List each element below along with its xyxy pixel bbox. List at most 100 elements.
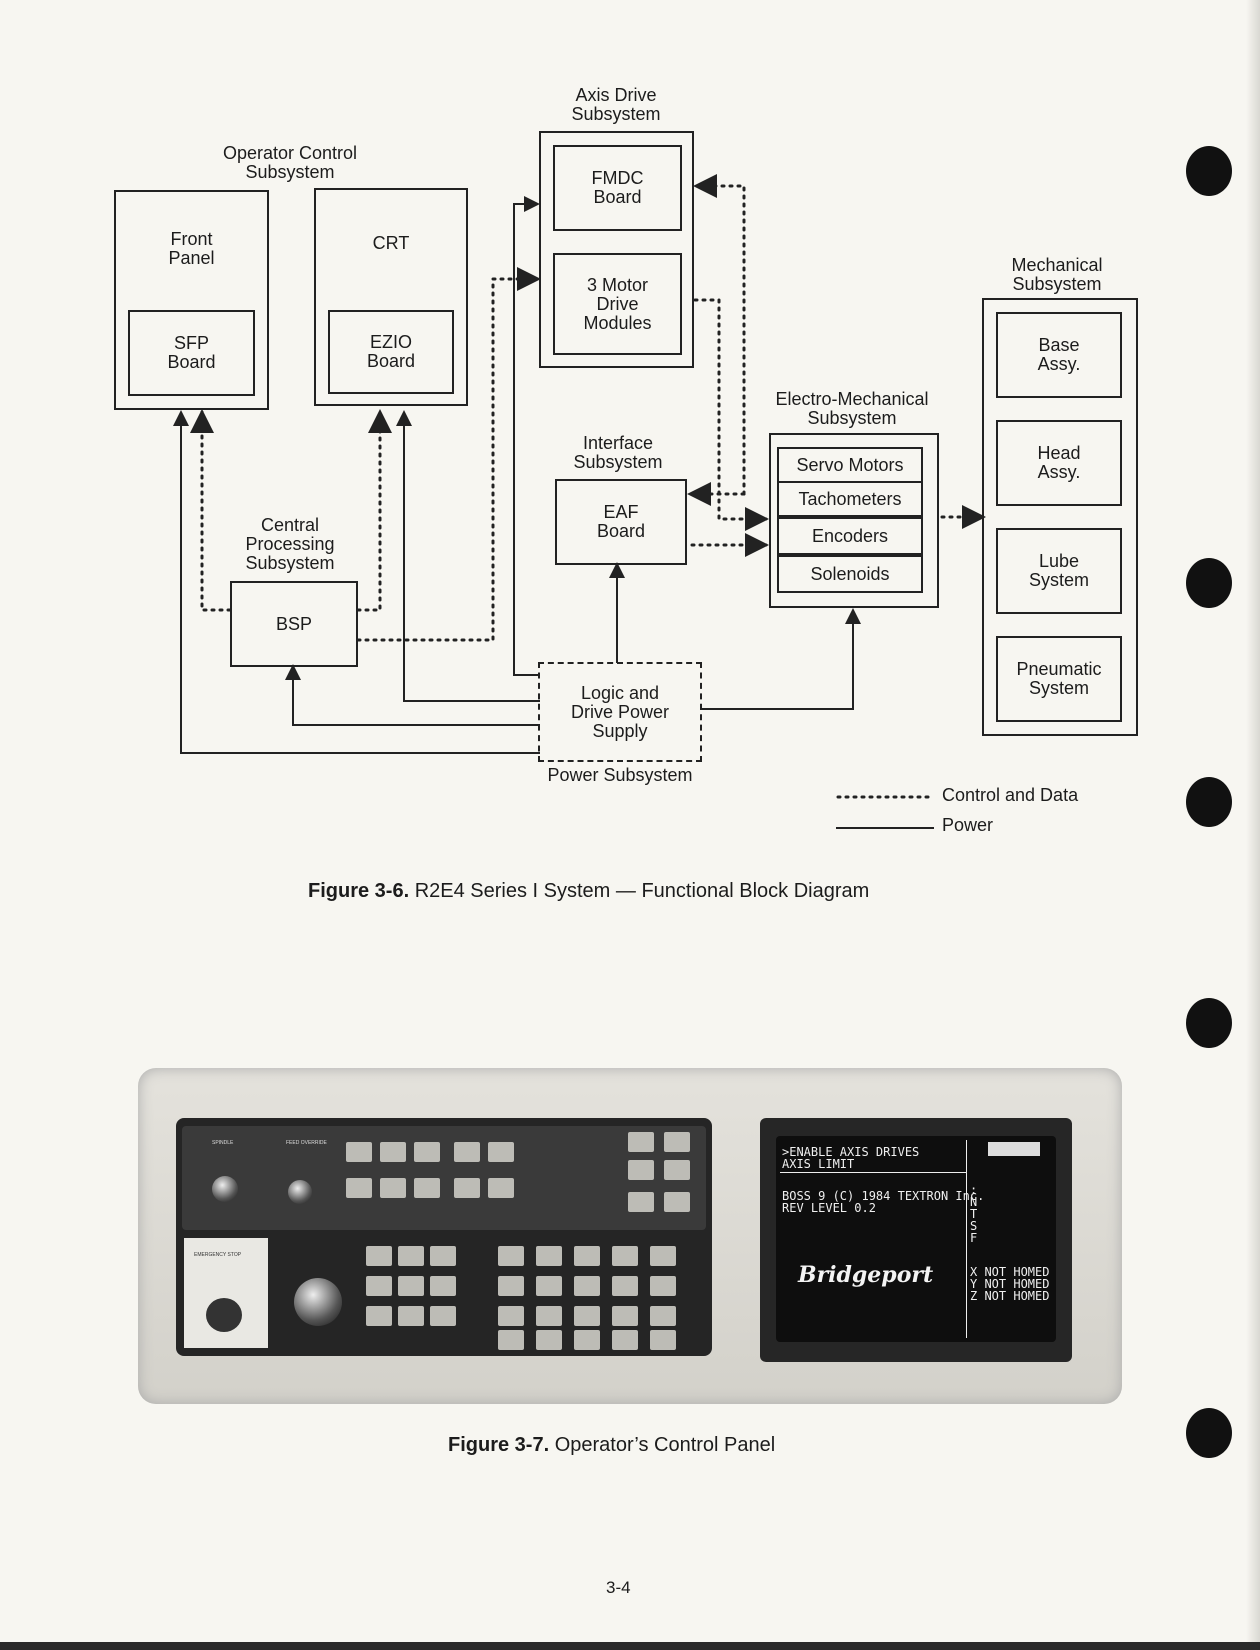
data-line-motor-drive xyxy=(356,267,541,642)
console-key xyxy=(398,1276,424,1296)
console-key xyxy=(574,1276,600,1296)
group-label-operator-control: Operator Control Subsystem xyxy=(222,143,358,182)
front-panel-block: Front Panel SFP Board xyxy=(114,190,269,410)
console-key xyxy=(650,1276,676,1296)
console-top-section: SPINDLE FEED OVERRIDE xyxy=(182,1126,706,1230)
group-label-central-processing: Central Processing Subsystem xyxy=(245,515,335,573)
mechanical-block: Base Assy. Head Assy. Lube System Pneuma… xyxy=(982,298,1138,736)
figure-3-6-caption: Figure 3-6. R2E4 Series I System — Funct… xyxy=(308,880,869,903)
console-key xyxy=(498,1276,524,1296)
console-key xyxy=(488,1178,514,1198)
console-key xyxy=(664,1160,690,1180)
power-line-fmdc xyxy=(513,196,540,676)
console-key xyxy=(430,1306,456,1326)
console-key xyxy=(414,1142,440,1162)
console-key xyxy=(498,1330,524,1350)
scan-border xyxy=(0,1642,1260,1650)
group-label-electro-mechanical: Electro-Mechanical Subsystem xyxy=(775,389,929,428)
data-line-crt xyxy=(356,409,392,612)
spindle-label: SPINDLE xyxy=(212,1140,234,1146)
power-line-crt xyxy=(396,410,540,702)
console-key xyxy=(488,1142,514,1162)
console-key xyxy=(650,1246,676,1266)
crt-monitor: >ENABLE AXIS DRIVES AXIS LIMIT BOSS 9 (C… xyxy=(760,1118,1072,1362)
console-key xyxy=(366,1276,392,1296)
console-panel: SPINDLE FEED OVERRIDE EMERGENCY STOP xyxy=(176,1118,712,1356)
sfp-board-block: SFP Board xyxy=(128,310,255,396)
legend-control-data: Control and Data xyxy=(942,785,1079,805)
console-key xyxy=(430,1246,456,1266)
emergency-stop-button xyxy=(206,1298,242,1332)
tachometers-item: Tachometers xyxy=(777,481,923,517)
console-key xyxy=(414,1178,440,1198)
crt-screen: >ENABLE AXIS DRIVES AXIS LIMIT BOSS 9 (C… xyxy=(776,1136,1056,1342)
spindle-knob xyxy=(212,1176,238,1202)
bsp-block: BSP xyxy=(230,581,358,667)
fmdc-board-block: FMDC Board xyxy=(553,145,682,231)
crt-status-block xyxy=(988,1142,1040,1156)
figure-3-6-number: Figure 3-6. xyxy=(308,880,410,902)
ezio-board-block: EZIO Board xyxy=(328,310,454,394)
crt-block: CRT EZIO Board xyxy=(314,188,468,406)
group-label-power: Power Subsystem xyxy=(547,765,693,785)
data-line-front-panel xyxy=(190,409,232,612)
group-label-mechanical: Mechanical Subsystem xyxy=(1011,255,1103,294)
binder-hole xyxy=(1186,146,1232,196)
power-line-front-panel xyxy=(173,410,540,754)
crt-side-letters: : N T S F xyxy=(970,1183,978,1245)
page-edge xyxy=(1246,0,1260,1650)
solenoids-item: Solenoids xyxy=(777,555,923,593)
data-line-fmdc xyxy=(693,174,746,496)
bridgeport-logo-text: Bridgeport xyxy=(797,1262,933,1288)
console-key xyxy=(612,1330,638,1350)
data-line-motor-electromech xyxy=(693,298,769,531)
crt-axis-status: X NOT HOMED Y NOT HOMED Z NOT HOMED xyxy=(970,1265,1050,1303)
motor-drive-modules-block: 3 Motor Drive Modules xyxy=(553,253,682,355)
feed-override-knob xyxy=(288,1180,312,1204)
console-key xyxy=(398,1306,424,1326)
encoders-item: Encoders xyxy=(777,517,923,555)
figure-3-7-number: Figure 3-7. xyxy=(448,1434,550,1456)
lube-system-block: Lube System xyxy=(996,528,1122,614)
bridgeport-logo: Bridgeport xyxy=(797,1262,933,1288)
connection-lines xyxy=(173,174,986,829)
power-supply-label: Logic and Drive Power Supply xyxy=(570,683,670,741)
console-key xyxy=(650,1330,676,1350)
figure-3-6-title: R2E4 Series I System — Functional Block … xyxy=(414,880,870,902)
console-key xyxy=(366,1306,392,1326)
console-key xyxy=(366,1246,392,1266)
console-key xyxy=(380,1178,406,1198)
control-panel-photo: SPINDLE FEED OVERRIDE EMERGENCY STOP xyxy=(138,1068,1122,1404)
console-key xyxy=(574,1246,600,1266)
console-key xyxy=(664,1192,690,1212)
console-key xyxy=(628,1192,654,1212)
crt-divider xyxy=(780,1172,966,1173)
console-key xyxy=(498,1246,524,1266)
console-key xyxy=(398,1246,424,1266)
crt-header-text: >ENABLE AXIS DRIVES AXIS LIMIT xyxy=(782,1145,920,1171)
binder-hole xyxy=(1186,1408,1232,1458)
pneumatic-system-block: Pneumatic System xyxy=(996,636,1122,722)
power-supply-block: Logic and Drive Power Supply xyxy=(538,662,702,762)
console-key xyxy=(430,1276,456,1296)
jog-handwheel xyxy=(294,1278,342,1326)
console-key xyxy=(536,1276,562,1296)
crt-label: CRT xyxy=(372,233,410,253)
front-panel-label: Front Panel xyxy=(168,229,215,268)
figure-3-7-caption: Figure 3-7. Operator’s Control Panel xyxy=(448,1434,775,1457)
console-key xyxy=(346,1142,372,1162)
console-key xyxy=(454,1142,480,1162)
console-key xyxy=(612,1276,638,1296)
console-key xyxy=(498,1306,524,1326)
group-label-interface: Interface Subsystem xyxy=(573,433,663,472)
crt-version-text: BOSS 9 (C) 1984 TEXTRON Inc. REV LEVEL 0… xyxy=(782,1189,985,1215)
head-assy-block: Head Assy. xyxy=(996,420,1122,506)
base-assy-block: Base Assy. xyxy=(996,312,1122,398)
console-key xyxy=(536,1246,562,1266)
console-key xyxy=(536,1330,562,1350)
console-key xyxy=(612,1246,638,1266)
console-key xyxy=(650,1306,676,1326)
page-number: 3-4 xyxy=(606,1578,631,1597)
power-line-bsp xyxy=(285,664,540,726)
eaf-board-block: EAF Board xyxy=(555,479,687,565)
